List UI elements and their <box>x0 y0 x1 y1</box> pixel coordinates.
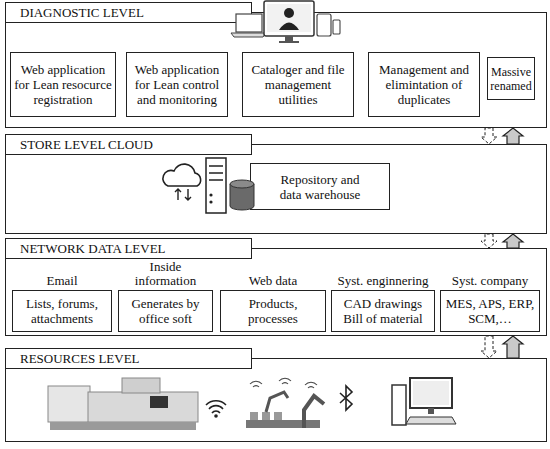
group-heading: Inside information <box>126 260 206 288</box>
downward-flow-arrow <box>481 336 497 358</box>
upward-flow-arrow <box>503 336 523 358</box>
component-box: Repository and data warehouse <box>250 163 390 210</box>
component-box: Syst. enginneringCAD drawings Bill of ma… <box>331 290 435 332</box>
level-title: NETWORK DATA LEVEL <box>5 238 252 259</box>
component-box: EmailLists, forums, attachments <box>12 290 112 332</box>
level-title: DIAGNOSTIC LEVEL <box>5 2 252 23</box>
component-box: Inside informationGenerates by office so… <box>118 290 213 332</box>
level-title: STORE LEVEL CLOUD <box>5 134 252 155</box>
level-title: RESOURCES LEVEL <box>5 348 252 369</box>
box-label: Massive renamed <box>488 65 534 93</box>
downward-flow-arrow <box>481 234 497 248</box>
component-box: Management and elimintation of duplicate… <box>368 52 480 117</box>
group-heading: Syst. enginnering <box>323 274 443 288</box>
downward-flow-arrow <box>481 128 497 144</box>
group-heading: Web data <box>218 274 328 288</box>
component-box: Syst. companyMES, APS, ERP, SCM,… <box>440 290 540 332</box>
level-band: Repository and data warehouseSTORE LEVEL… <box>5 144 547 234</box>
box-label: Generates by office soft <box>121 296 210 326</box>
level-band: Web application for Lean resocurce regis… <box>5 12 547 128</box>
group-heading: Email <box>12 274 112 288</box>
box-label: Repository and data warehouse <box>271 172 369 202</box>
box-label: Web application for Lean control and mon… <box>129 62 225 107</box>
box-label: Lists, forums, attachments <box>16 296 108 326</box>
box-label: CAD drawings Bill of material <box>338 296 428 326</box>
box-label: MES, APS, ERP, SCM,… <box>442 296 538 326</box>
upward-flow-arrow <box>503 128 523 144</box>
box-label: Products, processes <box>224 296 322 326</box>
level-band: EmailLists, forums, attachmentsInside in… <box>5 248 547 336</box>
level-band: RESOURCES LEVEL <box>5 358 547 442</box>
component-box: Web application for Lean resocurce regis… <box>10 52 116 117</box>
box-label: Web application for Lean resocurce regis… <box>12 62 114 107</box>
upward-flow-arrow <box>503 234 523 248</box>
component-box: Web dataProducts, processes <box>220 290 326 332</box>
group-heading: Syst. company <box>435 274 545 288</box>
box-label: Management and elimintation of duplicate… <box>372 62 476 107</box>
box-label: Cataloger and file management utilities <box>246 62 350 107</box>
component-box: Web application for Lean control and mon… <box>126 52 228 117</box>
component-box: Cataloger and file management utilities <box>242 52 354 117</box>
component-box: Massive renamed <box>487 57 535 100</box>
